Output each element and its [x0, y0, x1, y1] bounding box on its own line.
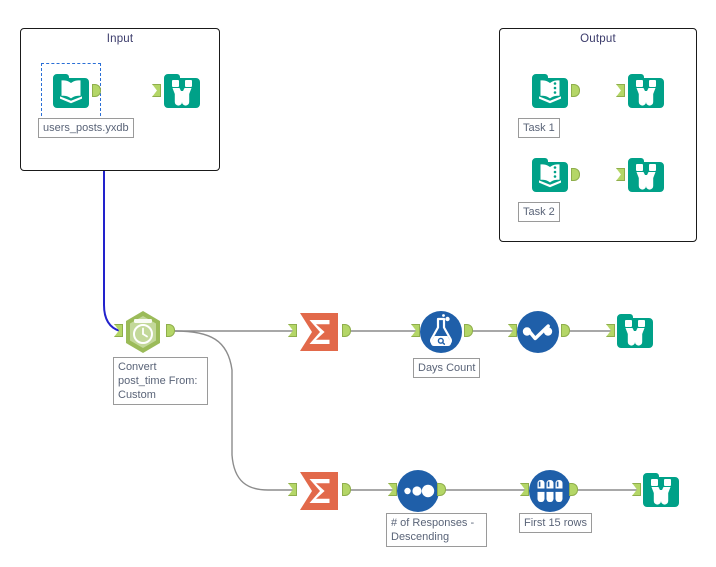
- formula-flask-icon: [420, 311, 462, 353]
- tool-sort[interactable]: [395, 468, 439, 512]
- browse-binoculars-icon: [628, 74, 664, 108]
- tool-browse-task2[interactable]: [624, 153, 668, 197]
- anchor-task2-out[interactable]: [571, 168, 580, 181]
- tool-label-sample: First 15 rows: [519, 513, 592, 533]
- tool-datetime[interactable]: [120, 309, 164, 353]
- anchor-summarize-top-out[interactable]: [342, 324, 351, 337]
- anchor-datetime-out[interactable]: [166, 324, 175, 337]
- datetime-clock-icon: [126, 311, 160, 353]
- tool-summarize-bottom[interactable]: [296, 468, 340, 512]
- tool-browse-input[interactable]: [160, 69, 204, 113]
- wire-datetime-to-summarize-bottom: [174, 330, 294, 491]
- tool-output-task1[interactable]: [528, 69, 572, 113]
- output-data-icon: [532, 158, 568, 192]
- tool-browse-top[interactable]: [613, 309, 657, 353]
- tool-select[interactable]: [515, 309, 559, 353]
- tool-label-formula: Days Count: [413, 358, 481, 378]
- output-data-icon: [532, 74, 568, 108]
- container-title-input: Input: [106, 33, 134, 45]
- anchor-summarize-bottom-out[interactable]: [342, 483, 351, 496]
- anchor-task1-out[interactable]: [571, 84, 580, 97]
- tool-formula[interactable]: [418, 309, 462, 353]
- tool-summarize-top[interactable]: [296, 309, 340, 353]
- browse-binoculars-icon: [617, 314, 653, 348]
- tool-output-task2[interactable]: [528, 153, 572, 197]
- tool-label-task2: Task 2: [518, 202, 560, 222]
- anchor-select-out[interactable]: [561, 324, 570, 337]
- tool-label-task1: Task 1: [518, 118, 560, 138]
- tool-browse-task1[interactable]: [624, 69, 668, 113]
- tool-label-input-file: users_posts.yxdb: [38, 118, 134, 138]
- tool-label-datetime: Convert post_time From: Custom: [113, 357, 208, 405]
- input-data-icon: [53, 74, 89, 108]
- browse-binoculars-icon: [643, 473, 679, 507]
- sample-tubes-icon: [529, 470, 571, 512]
- tool-label-sort: # of Responses - Descending: [386, 513, 487, 547]
- anchor-sample-out[interactable]: [569, 483, 578, 496]
- container-title-output: Output: [580, 33, 616, 45]
- browse-binoculars-icon: [628, 158, 664, 192]
- anchor-input-out[interactable]: [92, 84, 101, 97]
- summarize-sigma-icon: [300, 472, 338, 510]
- tool-input-data[interactable]: [49, 69, 93, 113]
- sort-dots-icon: [397, 470, 439, 512]
- anchor-formula-out[interactable]: [464, 324, 473, 337]
- select-check-icon: [517, 311, 559, 353]
- browse-binoculars-icon: [164, 74, 200, 108]
- summarize-sigma-icon: [300, 313, 338, 351]
- tool-browse-bottom[interactable]: [639, 468, 683, 512]
- anchor-sort-out[interactable]: [437, 483, 446, 496]
- tool-sample[interactable]: [527, 468, 571, 512]
